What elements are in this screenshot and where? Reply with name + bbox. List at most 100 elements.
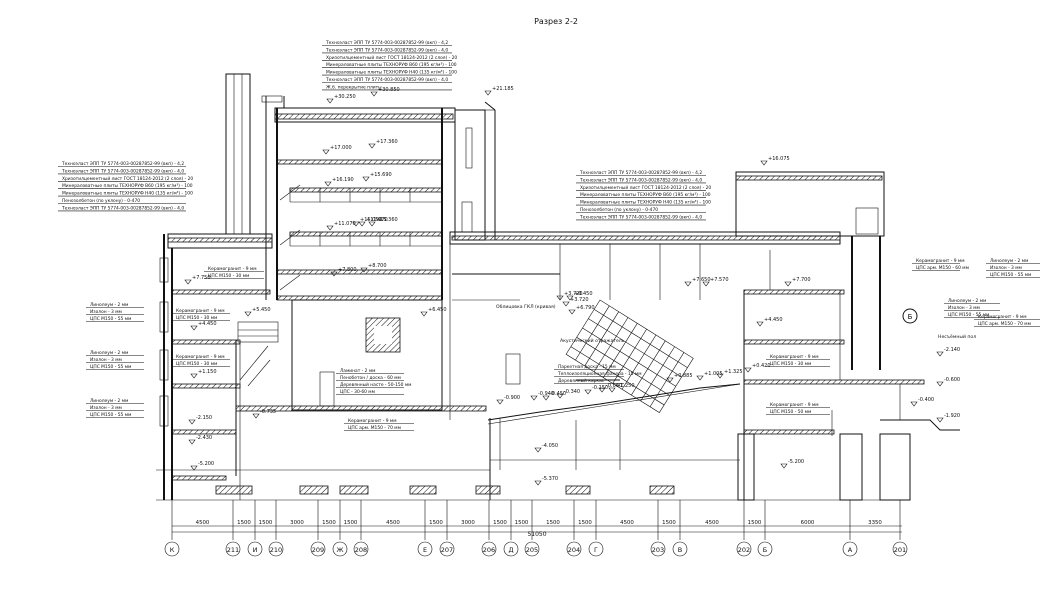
level-triangle bbox=[556, 393, 564, 399]
level-label: -5.200 bbox=[788, 459, 804, 465]
note-line: ЦПС арм. М150 - 60 мм bbox=[916, 265, 969, 271]
axis-bubble bbox=[439, 541, 455, 557]
note-line: Деревянный каркас bbox=[558, 377, 605, 384]
span-label: 1500 bbox=[344, 520, 358, 526]
span-label: 1500 bbox=[662, 520, 676, 526]
axis-label: 205 bbox=[526, 546, 538, 554]
level-triangle bbox=[562, 301, 570, 307]
level-label: -0.340 bbox=[564, 389, 580, 395]
axis-bubble bbox=[566, 541, 582, 557]
level-triangle bbox=[188, 419, 196, 425]
note-line: Минераловатные плиты ТЕХНОРУФ В60 (195 к… bbox=[62, 183, 193, 189]
note-line: Керамогранит - 9 мм bbox=[770, 354, 819, 360]
note-line: Ламинат - 2 мм bbox=[340, 368, 375, 374]
level-triangle bbox=[188, 439, 196, 445]
level-label: +17.360 bbox=[376, 139, 398, 145]
level-triangle bbox=[330, 271, 338, 277]
note-line: Техноэласт ЭПП ТУ 5774-003-00287852-99 (… bbox=[61, 205, 184, 211]
nondetachable-floor-label: Несъёмный пол bbox=[938, 333, 976, 340]
level-label: +7.570 bbox=[710, 277, 729, 283]
note-line: Пенозолбетон (по уклону) - 0-470 bbox=[580, 206, 658, 213]
note-line: Керамогранит - 9 мм bbox=[176, 354, 225, 360]
level-label: +7.700 bbox=[792, 277, 811, 283]
level-triangle bbox=[420, 311, 428, 317]
level-label: -0.735 bbox=[260, 409, 276, 415]
span-label: 1500 bbox=[546, 520, 560, 526]
note-line: Керамогранит - 9 мм bbox=[770, 402, 819, 408]
level-label: +17.000 bbox=[330, 145, 352, 151]
axis-label: Ж bbox=[336, 546, 343, 554]
axis-label: 201 bbox=[894, 546, 906, 554]
level-triangle bbox=[358, 221, 366, 227]
level-label: +0.885 bbox=[674, 373, 693, 379]
dimension-chain: 51050 bbox=[172, 525, 902, 538]
level-label: +1.150 bbox=[198, 369, 217, 375]
note-line: Керамогранит - 9 мм bbox=[916, 258, 965, 264]
upper-block bbox=[225, 73, 496, 301]
level-label: +3.720 bbox=[570, 297, 589, 303]
axis-bubble bbox=[842, 541, 858, 557]
note-line: Теплоизоляционная фанера - 15 мм bbox=[557, 371, 642, 377]
span-label: 1500 bbox=[578, 520, 592, 526]
level-triangle bbox=[190, 325, 198, 331]
note-line: ЦПС арм. М150 - 70 мм bbox=[348, 425, 401, 431]
level-triangle bbox=[324, 181, 332, 187]
level-triangle bbox=[530, 395, 538, 401]
level-label: +7.750 bbox=[192, 275, 211, 281]
span-label: 6000 bbox=[801, 520, 815, 526]
axis-bubble bbox=[225, 541, 241, 557]
total-length: 51050 bbox=[527, 531, 546, 538]
axis-bubble bbox=[164, 541, 180, 557]
level-label: +6.790 bbox=[576, 305, 595, 311]
axis-bubble bbox=[672, 541, 688, 557]
axis-label: 204 bbox=[568, 546, 580, 554]
level-label: -0.940 bbox=[538, 391, 554, 397]
level-label: -0.400 bbox=[918, 397, 934, 403]
level-triangle bbox=[566, 295, 574, 301]
level-triangle bbox=[534, 447, 542, 453]
note-line: Керамогранит - 9 мм bbox=[208, 266, 257, 272]
note-line: Техноэласт ЭПП ТУ 5774-003-00287852-99 (… bbox=[579, 214, 702, 220]
level-triangle bbox=[716, 373, 724, 379]
note-line: Керамогранит - 9 мм bbox=[348, 418, 397, 424]
level-label: -1.920 bbox=[944, 413, 960, 419]
note-line: Изолон - 3 мм bbox=[90, 357, 122, 363]
level-label: +21.185 bbox=[492, 86, 514, 92]
level-triangle bbox=[936, 417, 944, 423]
note-line: ЦПС М150 - 55 мм bbox=[90, 364, 131, 370]
span-label: 4500 bbox=[386, 520, 400, 526]
axis-label: 211 bbox=[227, 546, 239, 554]
level-triangle bbox=[910, 401, 918, 407]
span-label: 3000 bbox=[290, 520, 304, 526]
level-triangle bbox=[666, 377, 674, 383]
level-label: +15.050 bbox=[360, 217, 382, 223]
level-label: -2.430 bbox=[196, 435, 212, 441]
note-line: Пенобетон / доска - 60 мм bbox=[340, 374, 401, 381]
level-triangle bbox=[584, 389, 592, 395]
note-line: Линолеум - 2 мм bbox=[90, 302, 128, 308]
axis-bubble bbox=[757, 541, 773, 557]
note-line: Керамогранит - 9 мм bbox=[176, 308, 225, 314]
note-line: Минераловатные плиты ТЕХНОРУФ Н40 (135 к… bbox=[580, 200, 711, 206]
axis-bubble bbox=[588, 541, 604, 557]
axis-bubble bbox=[247, 541, 263, 557]
level-label: +30.850 bbox=[378, 87, 400, 93]
note-line: Паркетная доска - 15 мм bbox=[558, 364, 616, 370]
level-label: -0.600 bbox=[944, 377, 960, 383]
main-hall bbox=[235, 231, 841, 500]
axis-bubble bbox=[503, 541, 519, 557]
axis-label: Е bbox=[423, 546, 427, 554]
axis-bubble bbox=[332, 541, 348, 557]
span-label: 3350 bbox=[868, 520, 882, 526]
level-triangle bbox=[608, 387, 616, 393]
level-label: +0.450 bbox=[574, 291, 593, 297]
span-label: 1500 bbox=[259, 520, 273, 526]
note-line: Пенозолбетон (по уклону) - 0-470 bbox=[62, 197, 140, 204]
level-label: +30.250 bbox=[334, 94, 356, 100]
level-label: +4.450 bbox=[764, 317, 783, 323]
